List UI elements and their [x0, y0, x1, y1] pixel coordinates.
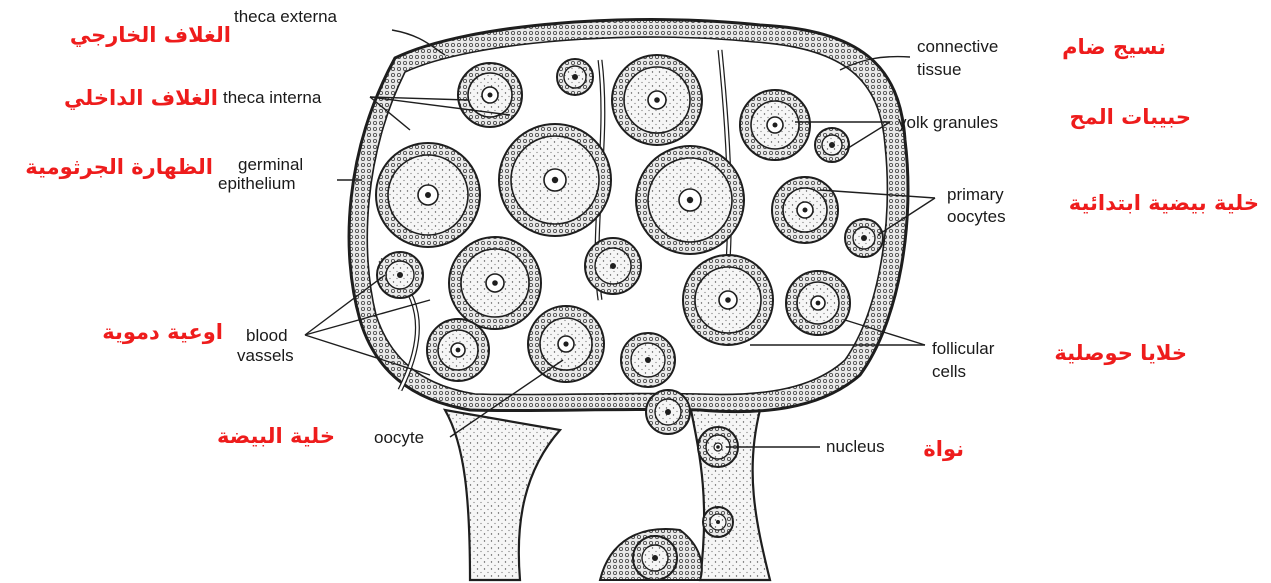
label-follicular-cells-ar: خلايا حوصلية	[1054, 341, 1187, 365]
follicle	[703, 507, 733, 537]
follicle	[772, 177, 838, 243]
label-connective-tissue-ar: نسيج ضام	[1062, 35, 1166, 59]
label-vassels-en: vassels	[237, 346, 294, 365]
follicle	[499, 124, 611, 236]
follicle	[845, 219, 883, 257]
label-yolk-granules-ar: حبيبات المح	[1070, 105, 1191, 129]
follicle	[636, 146, 744, 254]
label-tissue-en: tissue	[917, 60, 961, 79]
label-oocyte-ar: خلية البيضة	[217, 424, 335, 448]
label-theca-interna-ar: الغلاف الداخلي	[64, 86, 218, 110]
follicle	[646, 390, 690, 434]
label-blood-en: blood	[246, 326, 288, 345]
follicle	[621, 333, 675, 387]
follicle	[633, 536, 677, 580]
label-connective-en: connective	[917, 37, 998, 56]
follicle	[458, 63, 522, 127]
label-cells-en: cells	[932, 362, 966, 381]
follicle	[557, 59, 593, 95]
follicle	[427, 319, 489, 381]
label-nucleus-en: nucleus	[826, 437, 885, 456]
label-primary-en: primary	[947, 185, 1004, 204]
follicle	[612, 55, 702, 145]
follicle	[740, 90, 810, 160]
follicle	[376, 143, 480, 247]
label-germinal-epithelium-ar: الظهارة الجرثومية	[25, 155, 213, 179]
label-nucleus-ar: نواة	[923, 437, 964, 461]
label-theca-externa-ar: الغلاف الخارجي	[70, 23, 231, 47]
label-yolk-granules-en: yolk granules	[898, 113, 998, 132]
label-blood-vessels-ar: اوعية دموية	[102, 320, 223, 344]
ovary-stalk	[445, 410, 560, 580]
label-oocyte-en: oocyte	[374, 428, 424, 447]
follicle	[786, 271, 850, 335]
follicle	[815, 128, 849, 162]
label-primary-oocytes-ar: خلية بيضية ابتدائية	[1069, 191, 1259, 215]
label-oocytes-en: oocytes	[947, 207, 1006, 226]
label-theca-externa-en: theca externa	[234, 7, 337, 26]
follicle	[449, 237, 541, 329]
follicle	[528, 306, 604, 382]
label-germinal-en: germinal	[238, 155, 303, 174]
follicle	[683, 255, 773, 345]
label-theca-interna-en: theca interna	[223, 88, 321, 107]
follicle	[585, 238, 641, 294]
label-follicular-en: follicular	[932, 339, 994, 358]
label-epithelium-en: epithelium	[218, 174, 296, 193]
